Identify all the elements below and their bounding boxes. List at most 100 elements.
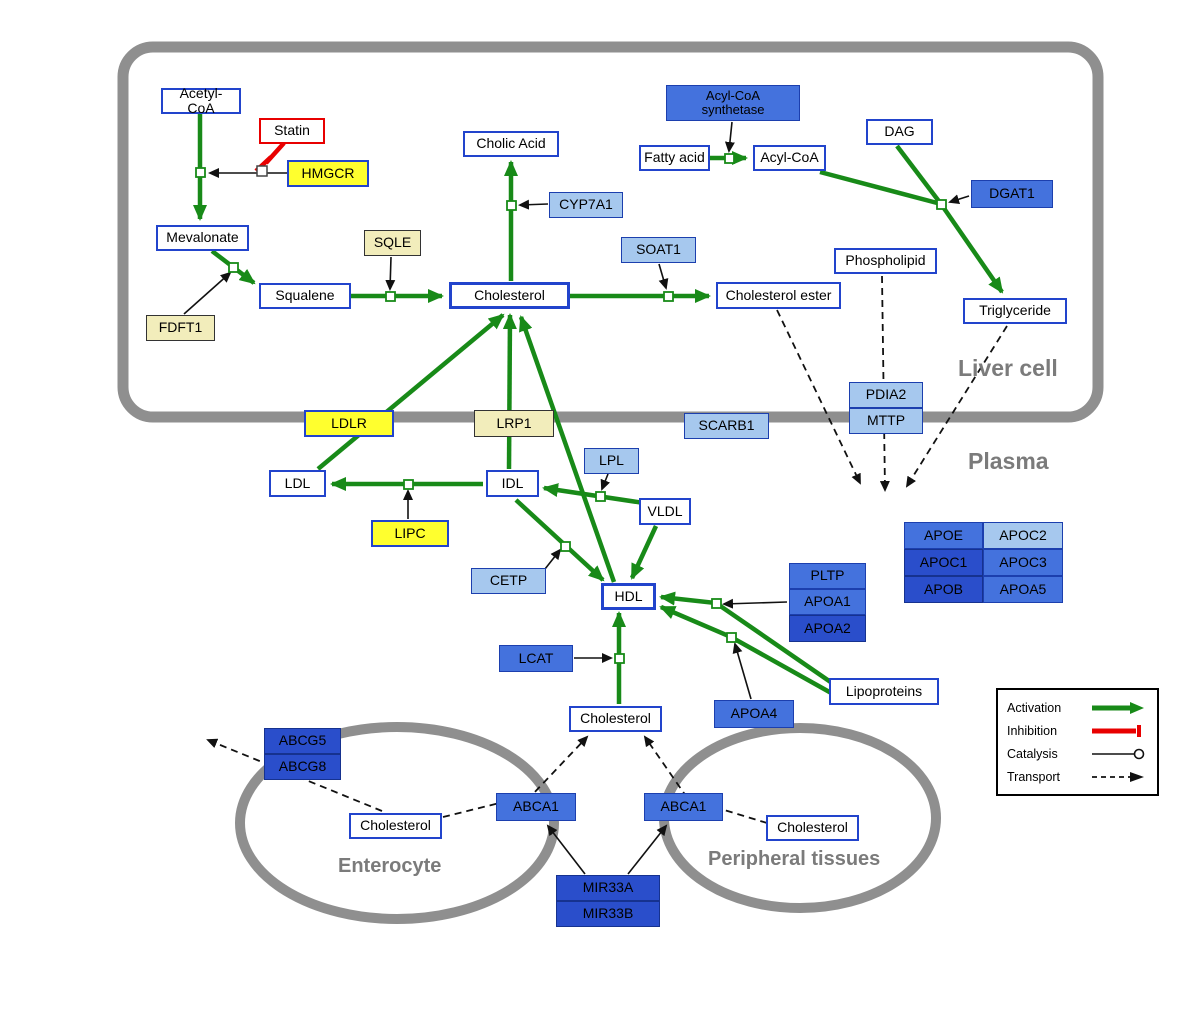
enterocyte-label: Enterocyte — [338, 855, 442, 877]
node-cholesterol-enterocyte[interactable]: Cholesterol — [349, 813, 442, 839]
node-ldl[interactable]: LDL — [269, 470, 326, 497]
node-apoc1[interactable]: APOC1 — [904, 549, 983, 576]
node-cetp[interactable]: CETP — [471, 568, 546, 594]
edge-idl-lrp1-cholesterol — [502, 313, 517, 470]
edge-vldl-hdl — [629, 525, 659, 580]
transport-cholesterol-via-abca1-enterocyte — [442, 735, 589, 818]
plasma-label: Plasma — [968, 448, 1049, 474]
node-vldl[interactable]: VLDL — [639, 498, 691, 525]
node-hmgcr[interactable]: HMGCR — [287, 160, 369, 187]
catalysis-edges — [183, 121, 970, 875]
reaction-nodes — [195, 153, 947, 664]
node-fdft1[interactable]: FDFT1 — [146, 315, 215, 341]
node-soat1[interactable]: SOAT1 — [621, 237, 696, 263]
node-dag[interactable]: DAG — [866, 119, 933, 145]
node-lipc[interactable]: LIPC — [371, 520, 449, 547]
catalysis-circle-icon — [1092, 748, 1145, 759]
node-acyl-coa[interactable]: Acyl-CoA — [753, 145, 826, 171]
node-dgat1[interactable]: DGAT1 — [971, 180, 1053, 208]
catalysis-sqle — [385, 256, 396, 291]
node-apoc3[interactable]: APOC3 — [983, 549, 1063, 576]
node-apoe[interactable]: APOE — [904, 522, 983, 549]
edge-acylcoa-dgat-node — [819, 169, 942, 207]
node-mttp[interactable]: MTTP — [849, 408, 923, 434]
node-lpl[interactable]: LPL — [584, 448, 639, 474]
node-apoa4[interactable]: APOA4 — [714, 700, 794, 728]
node-apoa1[interactable]: APOA1 — [789, 589, 866, 615]
node-hdl[interactable]: HDL — [601, 583, 656, 610]
catalysis-dgat1 — [948, 194, 970, 205]
node-mir33a[interactable]: MIR33A — [556, 875, 660, 901]
legend-item-inhibition: Inhibition — [1007, 720, 1148, 741]
edge-dgat-node-triglyceride — [939, 202, 1004, 294]
node-cholesterol-liver[interactable]: Cholesterol — [449, 282, 570, 309]
node-lcat[interactable]: LCAT — [499, 645, 573, 672]
transport-triglyceride-to-plasma — [905, 325, 1008, 488]
liver-cell-label: Liver cell — [958, 355, 1058, 381]
node-cholesterol-ester[interactable]: Cholesterol ester — [716, 282, 841, 309]
transport-cholesterol-via-abca1-peripheral — [643, 735, 768, 824]
edge-vldl-idl — [542, 483, 645, 506]
node-lipoproteins[interactable]: Lipoproteins — [829, 678, 939, 705]
catalysis-lpl — [600, 473, 610, 491]
legend-label-inhibition: Inhibition — [1007, 723, 1058, 738]
regulation-mir33-abca1-right — [627, 824, 668, 875]
node-fatty-acid[interactable]: Fatty acid — [639, 145, 710, 171]
node-squalene[interactable]: Squalene — [259, 283, 351, 309]
node-triglyceride[interactable]: Triglyceride — [963, 298, 1067, 324]
node-abca1-enterocyte[interactable]: ABCA1 — [496, 793, 576, 821]
node-ldlr[interactable]: LDLR — [304, 410, 394, 437]
catalysis-acylcoa-synthetase — [724, 121, 735, 153]
node-idl[interactable]: IDL — [486, 470, 539, 497]
legend-item-activation: Activation — [1007, 697, 1148, 718]
catalysis-apoa1 — [722, 598, 788, 609]
node-cholic-acid[interactable]: Cholic Acid — [463, 131, 559, 157]
activation-arrow-icon — [1092, 701, 1144, 714]
inhibition-tbar-icon — [1092, 724, 1141, 737]
liver-cell-membrane — [117, 41, 1104, 423]
node-abcg5[interactable]: ABCG5 — [264, 728, 341, 754]
peripheral-tissues-label: Peripheral tissues — [708, 848, 881, 870]
statin-target-node — [256, 165, 268, 177]
transport-dashed-arrow-icon — [1092, 771, 1144, 782]
catalysis-apoa4 — [732, 642, 752, 700]
node-apoc2[interactable]: APOC2 — [983, 522, 1063, 549]
catalysis-cetp — [544, 548, 562, 570]
node-acetyl-coa[interactable]: Acetyl-CoA — [161, 85, 241, 116]
legend-label-catalysis: Catalysis — [1007, 746, 1058, 761]
node-apoa2[interactable]: APOA2 — [789, 615, 866, 642]
node-mevalonate[interactable]: Mevalonate — [156, 225, 249, 251]
node-acyl-coa-synthetase[interactable]: Acyl-CoA synthetase — [666, 85, 800, 121]
node-statin[interactable]: Statin — [259, 118, 325, 144]
edge-ldl-ldlr-cholesterol — [316, 313, 505, 471]
node-apob[interactable]: APOB — [904, 576, 983, 603]
catalysis-fdft1 — [183, 271, 232, 315]
edge-dag-dgat-node — [895, 144, 943, 206]
node-pdia2[interactable]: PDIA2 — [849, 382, 923, 408]
node-cholesterol-plasma[interactable]: Cholesterol — [569, 706, 662, 732]
node-sqle[interactable]: SQLE — [364, 230, 421, 256]
node-abca1-peripheral[interactable]: ABCA1 — [644, 793, 723, 821]
node-cholesterol-peripheral[interactable]: Cholesterol — [766, 815, 859, 841]
node-cyp7a1[interactable]: CYP7A1 — [549, 192, 623, 218]
edge-hdl-cholesterol — [518, 315, 617, 583]
node-phospholipid[interactable]: Phospholipid — [834, 248, 937, 274]
node-mir33b[interactable]: MIR33B — [556, 901, 660, 927]
node-pltp[interactable]: PLTP — [789, 563, 866, 589]
node-apoa5[interactable]: APOA5 — [983, 576, 1063, 603]
regulation-mir33-abca1-left — [546, 824, 586, 875]
node-lrp1[interactable]: LRP1 — [474, 410, 554, 437]
legend-label-activation: Activation — [1007, 700, 1062, 715]
transport-cholesterol-ester-to-plasma — [776, 309, 861, 485]
transport-edges — [206, 275, 1008, 824]
legend-item-transport: Transport — [1007, 766, 1148, 787]
legend-label-transport: Transport — [1007, 769, 1061, 784]
catalysis-soat1 — [658, 263, 669, 290]
node-abcg8[interactable]: ABCG8 — [264, 754, 341, 780]
enterocyte-membrane — [235, 722, 559, 924]
catalysis-cyp7a1 — [518, 199, 549, 210]
node-scarb1[interactable]: SCARB1 — [684, 413, 769, 439]
edge-idl-hdl — [514, 498, 605, 582]
